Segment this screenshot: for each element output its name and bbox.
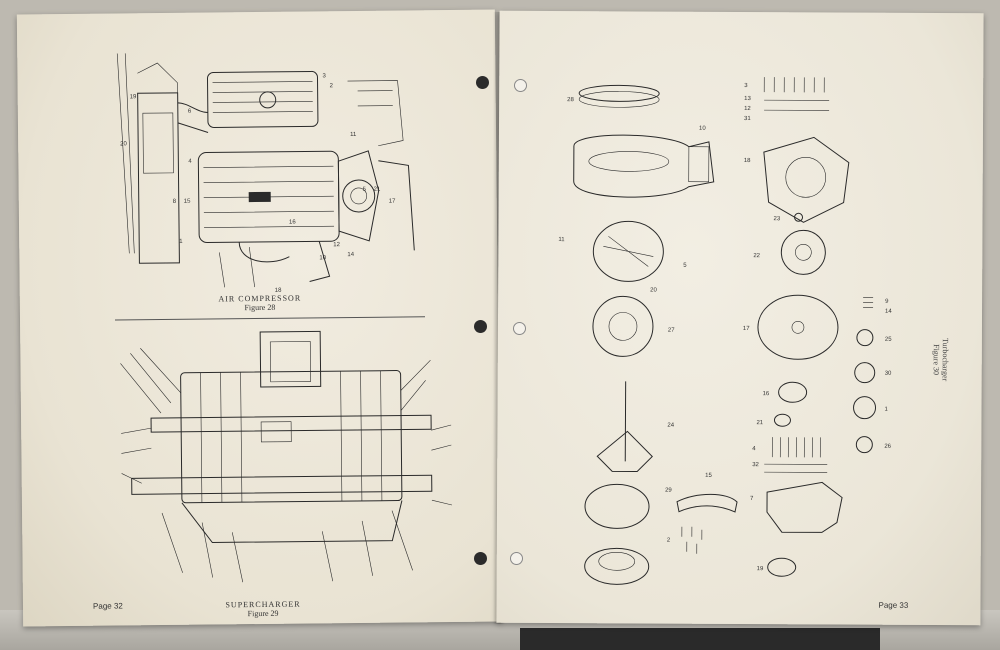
svg-text:10: 10 <box>699 126 706 132</box>
svg-text:18: 18 <box>744 158 751 164</box>
svg-text:6: 6 <box>188 109 192 115</box>
svg-text:5: 5 <box>363 187 367 193</box>
svg-text:11: 11 <box>558 237 565 243</box>
svg-text:7: 7 <box>750 496 754 502</box>
page-number-right: Page 33 <box>878 600 909 610</box>
turbocharger-parts-far-right: 9 14 25 30 1 26 <box>853 297 892 454</box>
svg-text:26: 26 <box>884 444 891 450</box>
svg-text:4: 4 <box>752 446 756 452</box>
svg-text:17: 17 <box>743 326 750 332</box>
figure-29-caption: SUPERCHARGER Figure 29 <box>173 599 353 619</box>
binder-hole-top-left <box>476 76 489 89</box>
svg-text:16: 16 <box>763 391 770 397</box>
svg-text:21: 21 <box>756 420 763 426</box>
supercharger-drawing <box>120 330 453 583</box>
figure-29-label: Figure 29 <box>247 608 279 619</box>
svg-text:13: 13 <box>744 96 751 102</box>
svg-text:16: 16 <box>289 220 296 226</box>
svg-text:18: 18 <box>275 288 282 294</box>
binder-hole-bottom-left <box>474 552 487 565</box>
svg-text:3: 3 <box>322 73 326 79</box>
svg-text:17: 17 <box>389 199 396 205</box>
figure-28-label: Figure 28 <box>244 302 276 313</box>
svg-text:8: 8 <box>173 199 177 205</box>
svg-text:12: 12 <box>744 106 751 112</box>
svg-text:2: 2 <box>330 83 334 89</box>
svg-text:3: 3 <box>744 83 748 89</box>
figure-28-caption: AIR COMPRESSOR Figure 28 <box>170 293 350 313</box>
figure-divider <box>115 316 426 321</box>
svg-text:20: 20 <box>650 288 657 294</box>
svg-text:5: 5 <box>683 263 687 269</box>
svg-text:21: 21 <box>374 187 381 193</box>
svg-text:20: 20 <box>120 141 127 147</box>
svg-text:1: 1 <box>885 407 889 413</box>
svg-text:15: 15 <box>705 473 712 479</box>
svg-text:27: 27 <box>668 328 675 334</box>
svg-text:15: 15 <box>184 199 191 205</box>
svg-text:32: 32 <box>752 462 759 468</box>
table-edge <box>520 628 880 650</box>
svg-text:19: 19 <box>130 94 137 100</box>
air-compressor-drawing: 19 3 2 6 11 20 4 8 15 5 21 17 1 16 12 14… <box>116 53 415 294</box>
svg-text:11: 11 <box>350 132 357 138</box>
svg-text:1: 1 <box>179 239 183 245</box>
svg-text:14: 14 <box>347 252 354 258</box>
svg-text:24: 24 <box>667 423 674 429</box>
figure-30-title: Turbocharger <box>940 338 950 382</box>
svg-text:23: 23 <box>774 216 781 222</box>
svg-text:31: 31 <box>744 116 751 122</box>
svg-text:30: 30 <box>885 371 892 377</box>
page-number-left: Page 32 <box>92 601 123 611</box>
svg-text:25: 25 <box>885 337 892 343</box>
svg-text:14: 14 <box>885 309 892 315</box>
turbocharger-parts-left: 28 10 11 5 20 27 24 29 15 2 <box>558 84 738 585</box>
figure-30-label: Figure 30 <box>931 344 941 376</box>
svg-text:22: 22 <box>753 253 760 259</box>
left-page: 19 3 2 6 11 20 4 8 15 5 21 17 1 16 12 14… <box>16 9 502 627</box>
svg-text:12: 12 <box>333 242 340 248</box>
svg-text:28: 28 <box>567 97 574 103</box>
binder-hole-mid-left <box>474 320 487 333</box>
figure-30-caption: Turbocharger Figure 30 <box>932 338 950 381</box>
svg-text:19: 19 <box>757 566 764 572</box>
binder-hole-top-right <box>514 79 527 92</box>
turbocharger-parts-right: 3 13 12 31 18 23 22 17 16 21 4 32 7 19 <box>743 77 850 577</box>
svg-text:10: 10 <box>319 255 326 261</box>
svg-text:9: 9 <box>885 299 889 305</box>
svg-text:2: 2 <box>667 538 671 544</box>
binder-hole-bottom-right <box>510 552 523 565</box>
svg-text:4: 4 <box>188 159 192 165</box>
svg-text:29: 29 <box>665 488 672 494</box>
binder-hole-mid-right <box>513 322 526 335</box>
right-page: 28 10 11 5 20 27 24 29 15 2 3 1 <box>496 10 984 626</box>
